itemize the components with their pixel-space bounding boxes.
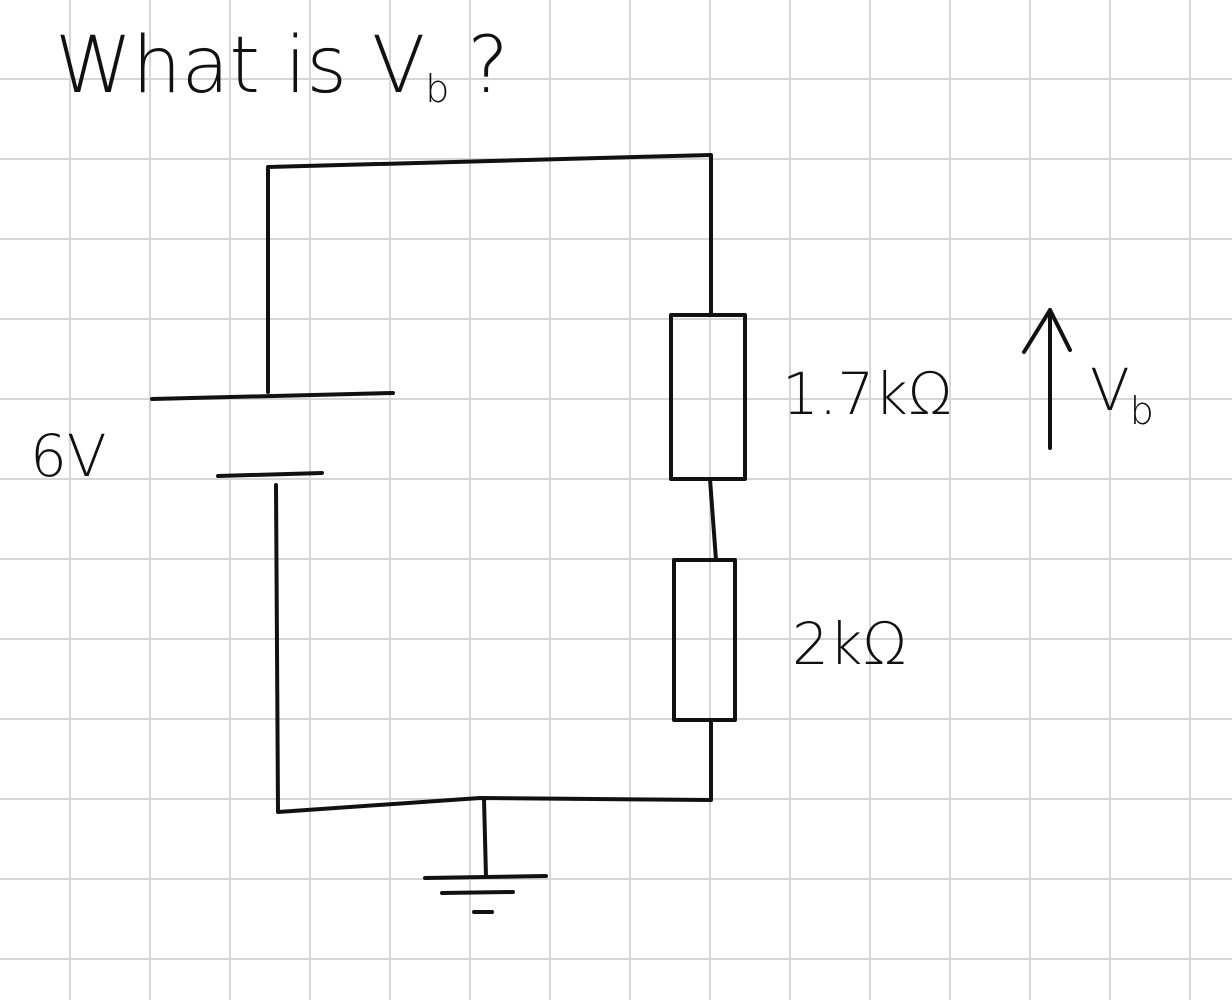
- arrow-up-icon: [1022, 308, 1072, 354]
- question-suffix: ?: [467, 21, 508, 111]
- resistor-1: [669, 313, 747, 481]
- ground-bar-1: [423, 874, 548, 880]
- battery-short-plate: [216, 471, 324, 478]
- ground-icon: [423, 797, 548, 914]
- top-wire: [266, 153, 713, 394]
- ground-stem: [482, 797, 488, 879]
- voltage-marker-symbol: V: [1090, 356, 1130, 424]
- question-subscript: b: [425, 67, 449, 111]
- battery-symbol: [150, 391, 395, 478]
- resistor-1-label: 1.7kΩ: [782, 360, 952, 428]
- ground-bar-2: [440, 890, 515, 895]
- voltage-marker-label: Vb: [1090, 356, 1154, 433]
- question-prefix: What is V: [55, 21, 425, 111]
- resistor-2: [672, 558, 737, 722]
- resistor-2-label: 2kΩ: [792, 610, 907, 678]
- question-title: What is Vb?: [55, 21, 509, 111]
- bottom-wire: [274, 483, 713, 814]
- voltage-marker-subscript: b: [1130, 389, 1154, 433]
- middle-wire: [708, 477, 718, 562]
- source-voltage-label: 6V: [30, 422, 107, 490]
- voltage-arrow: [1022, 308, 1072, 450]
- battery-long-plate: [150, 391, 395, 401]
